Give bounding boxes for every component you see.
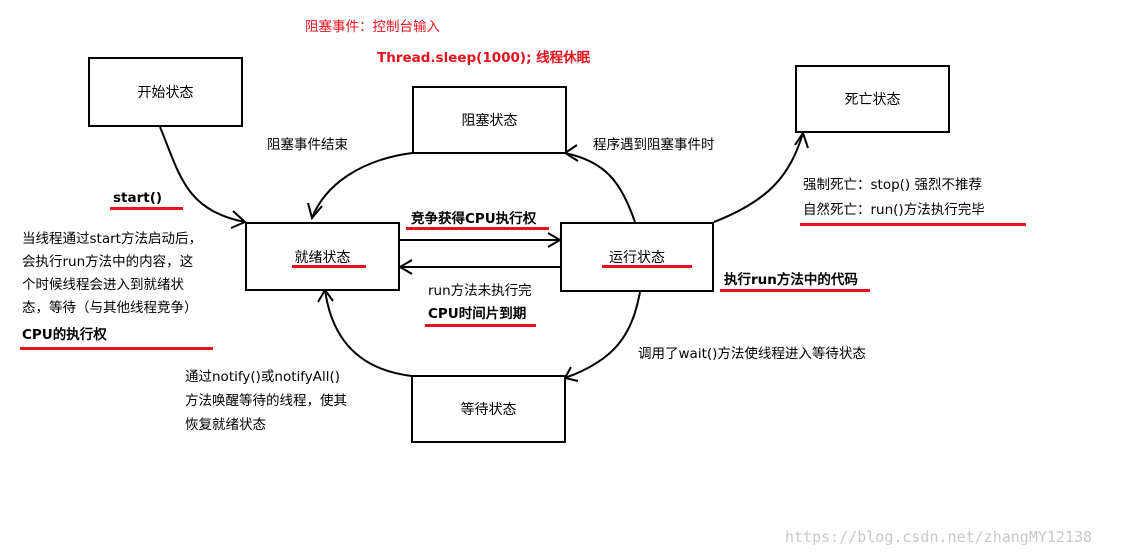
label-natural-death: 自然死亡：run()方法执行完毕: [803, 202, 985, 218]
state-running-label: 运行状态: [609, 250, 665, 266]
blocking-event-title: 阻塞事件：控制台输入: [305, 19, 440, 35]
label-start-desc-5: CPU的执行权: [22, 327, 107, 343]
start-call-underline: [110, 207, 183, 210]
arrow-start-to-ready: [159, 126, 246, 223]
arrow-waiting-to-ready: [324, 289, 413, 377]
label-force-death: 强制死亡：stop() 强烈不推荐: [803, 177, 982, 193]
arrow-running-to-waiting: [564, 291, 641, 379]
label-notify-desc-3: 恢复就绪状态: [185, 417, 266, 433]
label-notify-desc-2: 方法唤醒等待的线程，使其: [185, 393, 347, 409]
label-start-desc-1: 当线程通过start方法启动后，: [22, 231, 202, 247]
watermark: https://blog.csdn.net/zhangMY12138: [785, 528, 1093, 546]
arrowhead-dead-from-running: [794, 130, 809, 149]
label-notify-desc-1: 通过notify()或notifyAll(): [185, 369, 341, 385]
label-block-end: 阻塞事件结束: [267, 137, 348, 153]
state-start-label: 开始状态: [137, 85, 194, 101]
state-dead-label: 死亡状态: [844, 92, 901, 108]
label-start-desc-4: 态，等待（与其他线程竞争）: [22, 300, 198, 316]
state-waiting-box: 等待状态: [411, 375, 566, 443]
label-run-code: 执行run方法中的代码: [724, 272, 858, 288]
label-run-unfinished: run方法未执行完: [428, 283, 532, 299]
natural-death-underline: [800, 223, 1026, 226]
label-start-call: start(): [113, 190, 163, 206]
start-desc-underline: [20, 347, 213, 350]
state-ready-box: 就绪状态: [245, 222, 400, 291]
arrow-running-to-dead: [713, 132, 804, 223]
label-compete: 竞争获得CPU执行权: [411, 211, 537, 227]
compete-underline: [406, 227, 549, 230]
state-ready-label: 就绪状态: [294, 249, 351, 266]
state-waiting-label: 等待状态: [460, 402, 517, 418]
state-running-box: 运行状态: [560, 222, 714, 292]
arrow-running-to-blocked: [564, 152, 636, 223]
state-dead-box: 死亡状态: [795, 65, 950, 133]
state-start-box: 开始状态: [88, 57, 243, 127]
state-blocked-box: 阻塞状态: [412, 86, 567, 154]
ready-underline: [292, 265, 366, 268]
arrow-blocked-to-ready: [311, 152, 413, 219]
label-block-start: 程序遇到阻塞事件时: [593, 137, 715, 153]
label-cpu-expired: CPU时间片到期: [428, 306, 527, 322]
cpu-expired-underline: [425, 324, 536, 327]
state-blocked-label: 阻塞状态: [461, 113, 518, 129]
run-code-underline: [720, 289, 870, 292]
running-underline: [602, 265, 692, 268]
arrowhead-ready-from-running: [398, 259, 413, 275]
label-start-desc-3: 个时候线程会进入到就绪状: [22, 277, 184, 293]
label-start-desc-2: 会执行run方法中的内容，这: [22, 254, 194, 270]
arrowhead-ready-from-blocked: [307, 202, 323, 221]
thread-sleep-title: Thread.sleep(1000); 线程休眠: [377, 50, 591, 66]
label-wait-desc: 调用了wait()方法使线程进入等待状态: [638, 346, 866, 362]
